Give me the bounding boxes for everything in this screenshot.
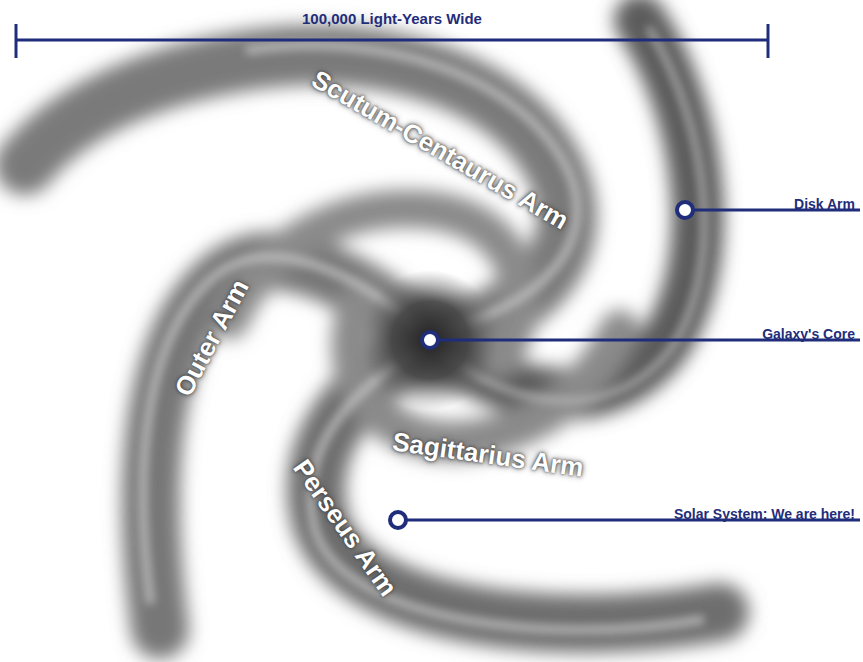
arm-texture — [143, 30, 704, 630]
scale-label: 100,000 Light-Years Wide — [302, 10, 482, 27]
callout-label: Disk Arm — [794, 196, 855, 212]
arm-label: Outer Arm — [168, 274, 255, 401]
callout-label: Solar System: We are here! — [674, 506, 855, 522]
arm-label: Sagittarius Arm — [390, 426, 585, 484]
spiral-arms — [25, 20, 720, 630]
leader-lines — [406, 210, 860, 520]
callout-label: Galaxy's Core — [762, 326, 855, 342]
arm-label: Perseus Arm — [287, 454, 404, 602]
scale-bracket — [16, 24, 768, 58]
arm-label: Scutum-Centaurus Arm — [306, 64, 573, 236]
location-dots — [390, 202, 693, 528]
